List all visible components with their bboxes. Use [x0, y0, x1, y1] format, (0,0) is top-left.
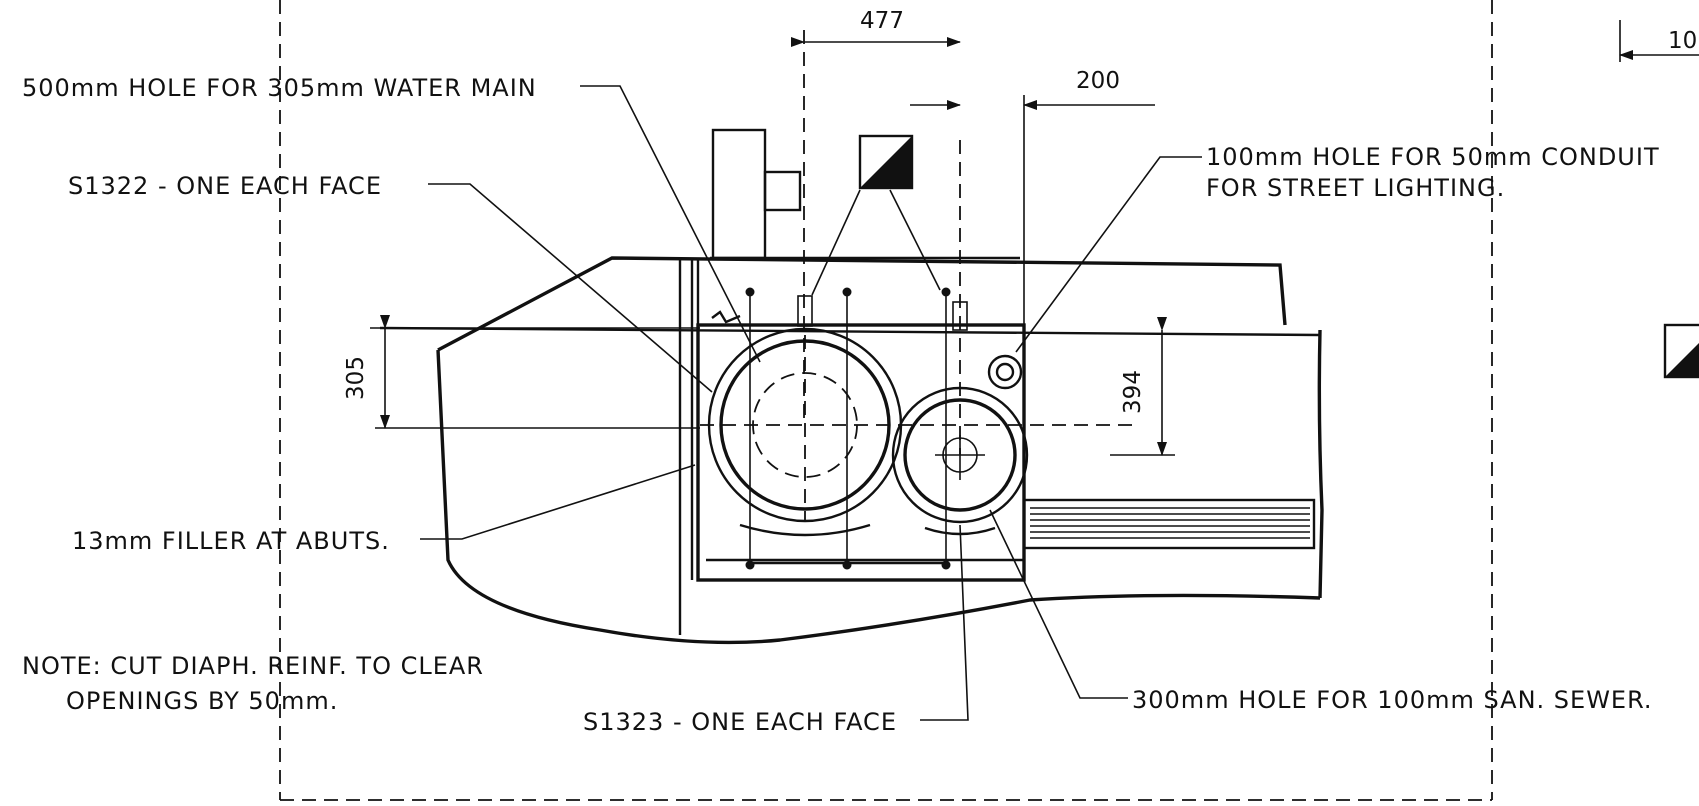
dimension-477: 477: [791, 8, 961, 47]
s1322-label: S1322 - ONE EACH FACE: [68, 172, 382, 200]
dimension-100-partial-text: 10: [1668, 28, 1697, 54]
water-main-opening: [700, 327, 1140, 537]
dimension-305-text: 305: [343, 356, 369, 400]
dimension-394-text: 394: [1120, 370, 1146, 414]
bearing-plate: [1022, 498, 1316, 550]
s1323-label: S1323 - ONE EACH FACE: [583, 708, 897, 736]
conduit-label-line2: FOR STREET LIGHTING.: [1206, 174, 1505, 202]
section-marker-right: [1663, 323, 1699, 379]
dimension-200: 200: [910, 68, 1155, 110]
water-main-label: 500mm HOLE FOR 305mm WATER MAIN: [22, 74, 537, 102]
dimension-305: 305: [343, 315, 700, 429]
sewer-opening: [803, 30, 1029, 536]
leader-lines: [420, 85, 1202, 721]
section-boundary: [279, 0, 1493, 801]
note-line1: NOTE: CUT DIAPH. REINF. TO CLEAR: [22, 652, 484, 680]
dimension-100-partial: 10: [1619, 20, 1699, 62]
dimension-477-text: 477: [860, 8, 904, 34]
sewer-label: 300mm HOLE FOR 100mm SAN. SEWER.: [1132, 686, 1653, 714]
section-marker: [858, 134, 914, 190]
dimension-200-text: 200: [1076, 68, 1120, 94]
filler-label: 13mm FILLER AT ABUTS.: [72, 527, 390, 555]
dimension-394: 394: [1110, 317, 1175, 456]
top-bracket: [711, 128, 802, 260]
diaphragm-plate: [696, 256, 1026, 582]
conduit-label-line1: 100mm HOLE FOR 50mm CONDUIT: [1206, 143, 1660, 171]
conduit-opening: [987, 95, 1025, 390]
note-line2: OPENINGS BY 50mm.: [66, 687, 338, 715]
